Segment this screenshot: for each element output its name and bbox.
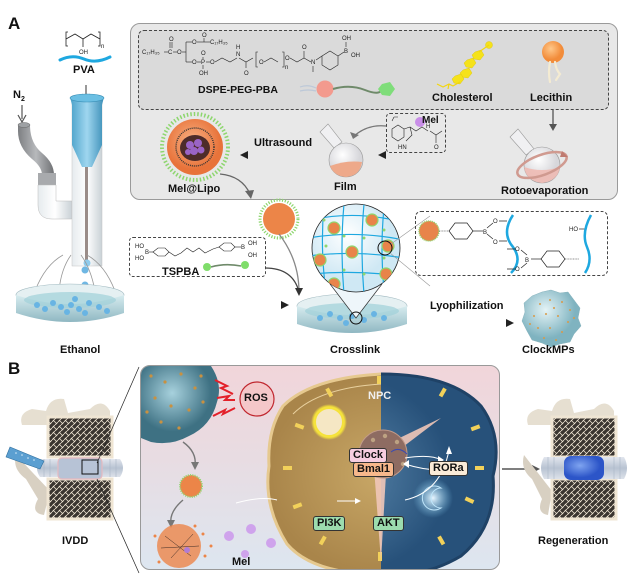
ivdd-spine bbox=[5, 398, 123, 521]
svg-text:B: B bbox=[344, 49, 348, 55]
ivdd-label: IVDD bbox=[62, 535, 89, 547]
arrow-ultrasound bbox=[240, 151, 315, 159]
arrow-to-rotoevaporation bbox=[549, 110, 557, 131]
svg-text:C: C bbox=[168, 50, 173, 56]
svg-text:O: O bbox=[177, 50, 182, 56]
zoom-lines bbox=[96, 366, 140, 574]
svg-text:B: B bbox=[241, 245, 245, 251]
crosslink-dish bbox=[296, 203, 431, 333]
clockmps-label: ClockMPs bbox=[522, 344, 575, 356]
svg-text:O: O bbox=[493, 240, 498, 246]
svg-text:OH: OH bbox=[248, 253, 257, 259]
lyophilization-label: Lyophilization bbox=[430, 300, 504, 312]
arrow-mel-to-film bbox=[350, 125, 387, 139]
pva-label: PVA bbox=[73, 64, 95, 76]
regenerated-spine bbox=[523, 398, 627, 521]
svg-text:O: O bbox=[259, 60, 264, 66]
clockmps-microsphere bbox=[521, 289, 582, 348]
svg-text:O: O bbox=[515, 247, 520, 253]
pva-oh-text: OH bbox=[79, 50, 88, 56]
dspe-peg-pba-label: DSPE-PEG-PBA bbox=[198, 84, 278, 96]
svg-text:B: B bbox=[145, 250, 149, 256]
arrows-into-crosslink bbox=[264, 233, 303, 296]
bmal1-tag: Bmal1 bbox=[353, 462, 395, 477]
svg-text:HO: HO bbox=[569, 227, 578, 233]
materials-box bbox=[138, 30, 609, 110]
rora-tag: RORa bbox=[429, 461, 468, 476]
mel-structure-box bbox=[386, 113, 446, 153]
ultrasound-label: Ultrasound bbox=[254, 137, 313, 149]
crosslink-label: Crosslink bbox=[330, 344, 381, 356]
film-label: Film bbox=[334, 181, 357, 193]
svg-text:n: n bbox=[285, 65, 288, 71]
svg-text:OH: OH bbox=[199, 71, 208, 77]
svg-text:OH: OH bbox=[351, 53, 360, 59]
panel-b-letter: B bbox=[8, 359, 21, 378]
dspe-peg-pba-schematic bbox=[299, 80, 395, 98]
regeneration-label: Regeneration bbox=[538, 535, 609, 547]
boronate-ester-box bbox=[415, 211, 608, 276]
microfluidic-apparatus bbox=[17, 85, 105, 267]
pi3k-tag: PI3K bbox=[313, 516, 346, 531]
svg-text:P: P bbox=[201, 60, 205, 66]
mel-lipo-label: Mel@Lipo bbox=[168, 183, 221, 195]
svg-text:B: B bbox=[483, 230, 487, 236]
npc-label: NPC bbox=[368, 390, 392, 402]
svg-text:HN: HN bbox=[398, 145, 407, 151]
lecithin-molecule bbox=[542, 41, 564, 84]
svg-text:H: H bbox=[236, 45, 240, 51]
svg-text:O: O bbox=[515, 267, 520, 273]
svg-text:O: O bbox=[201, 51, 206, 57]
rotoevaporation-flask bbox=[509, 128, 568, 184]
pva-n-text: n bbox=[101, 44, 104, 50]
svg-text:O: O bbox=[169, 37, 174, 43]
small-liposome bbox=[258, 198, 300, 240]
svg-text:O: O bbox=[192, 60, 197, 66]
svg-text:B: B bbox=[525, 258, 529, 264]
svg-text:N: N bbox=[311, 60, 315, 66]
svg-text:C₁₇H₃₅: C₁₇H₃₅ bbox=[142, 50, 160, 56]
svg-text:O: O bbox=[285, 56, 290, 62]
svg-text:HO: HO bbox=[135, 244, 144, 250]
ros-label: ROS bbox=[244, 392, 268, 404]
svg-text:O: O bbox=[493, 219, 498, 225]
akt-tag: AKT bbox=[373, 516, 404, 531]
svg-text:O: O bbox=[210, 60, 215, 66]
cholesterol-label: Cholesterol bbox=[432, 92, 493, 104]
svg-text:OH: OH bbox=[248, 241, 257, 247]
svg-text:O: O bbox=[434, 145, 439, 151]
arrow-to-crosslink bbox=[155, 301, 289, 309]
arrow-lipo-release bbox=[219, 173, 254, 199]
mel-b-label: Mel bbox=[232, 556, 251, 568]
dspe-peg-pba-structure: C₁₇H₃₅ C O O O O C₁₇H₃₅ O P O OH O H N O… bbox=[142, 33, 360, 77]
svg-text:N: N bbox=[236, 52, 240, 58]
ethanol-label: Ethanol bbox=[60, 344, 101, 356]
svg-text:O: O bbox=[192, 40, 197, 46]
rotoevaporation-label: Rotoevaporation bbox=[501, 185, 589, 197]
arrow-lyophilization bbox=[428, 319, 514, 327]
clock-tag: Clock bbox=[349, 448, 387, 463]
svg-text:H: H bbox=[426, 124, 430, 130]
svg-text:C₁₇H₃₅: C₁₇H₃₅ bbox=[210, 40, 228, 46]
mel-lipo-liposome bbox=[160, 112, 230, 182]
arrow-to-film bbox=[378, 151, 500, 159]
mel-label: Mel bbox=[422, 115, 439, 126]
svg-text:HO: HO bbox=[135, 256, 144, 262]
tspba-label: TSPBA bbox=[162, 266, 200, 278]
lecithin-label: Lecithin bbox=[530, 92, 573, 104]
ethanol-dish bbox=[15, 254, 125, 322]
cholesterol-molecule bbox=[436, 41, 493, 90]
svg-text:OH: OH bbox=[342, 36, 351, 42]
pva-structure: OH n bbox=[58, 31, 112, 63]
film-flask bbox=[319, 123, 364, 178]
tspba-box bbox=[129, 237, 266, 277]
panel-a-letter: A bbox=[8, 14, 21, 33]
svg-text:O: O bbox=[202, 33, 207, 39]
boronate-ester-structure: B O O O O B HO bbox=[418, 214, 593, 274]
svg-text:O: O bbox=[302, 45, 307, 51]
tspba-structure: HO HO B B OH OH bbox=[135, 241, 257, 271]
svg-text:O: O bbox=[244, 71, 249, 77]
melatonin-structure: H O HN bbox=[391, 116, 443, 151]
n2-label: N2 bbox=[13, 89, 25, 104]
